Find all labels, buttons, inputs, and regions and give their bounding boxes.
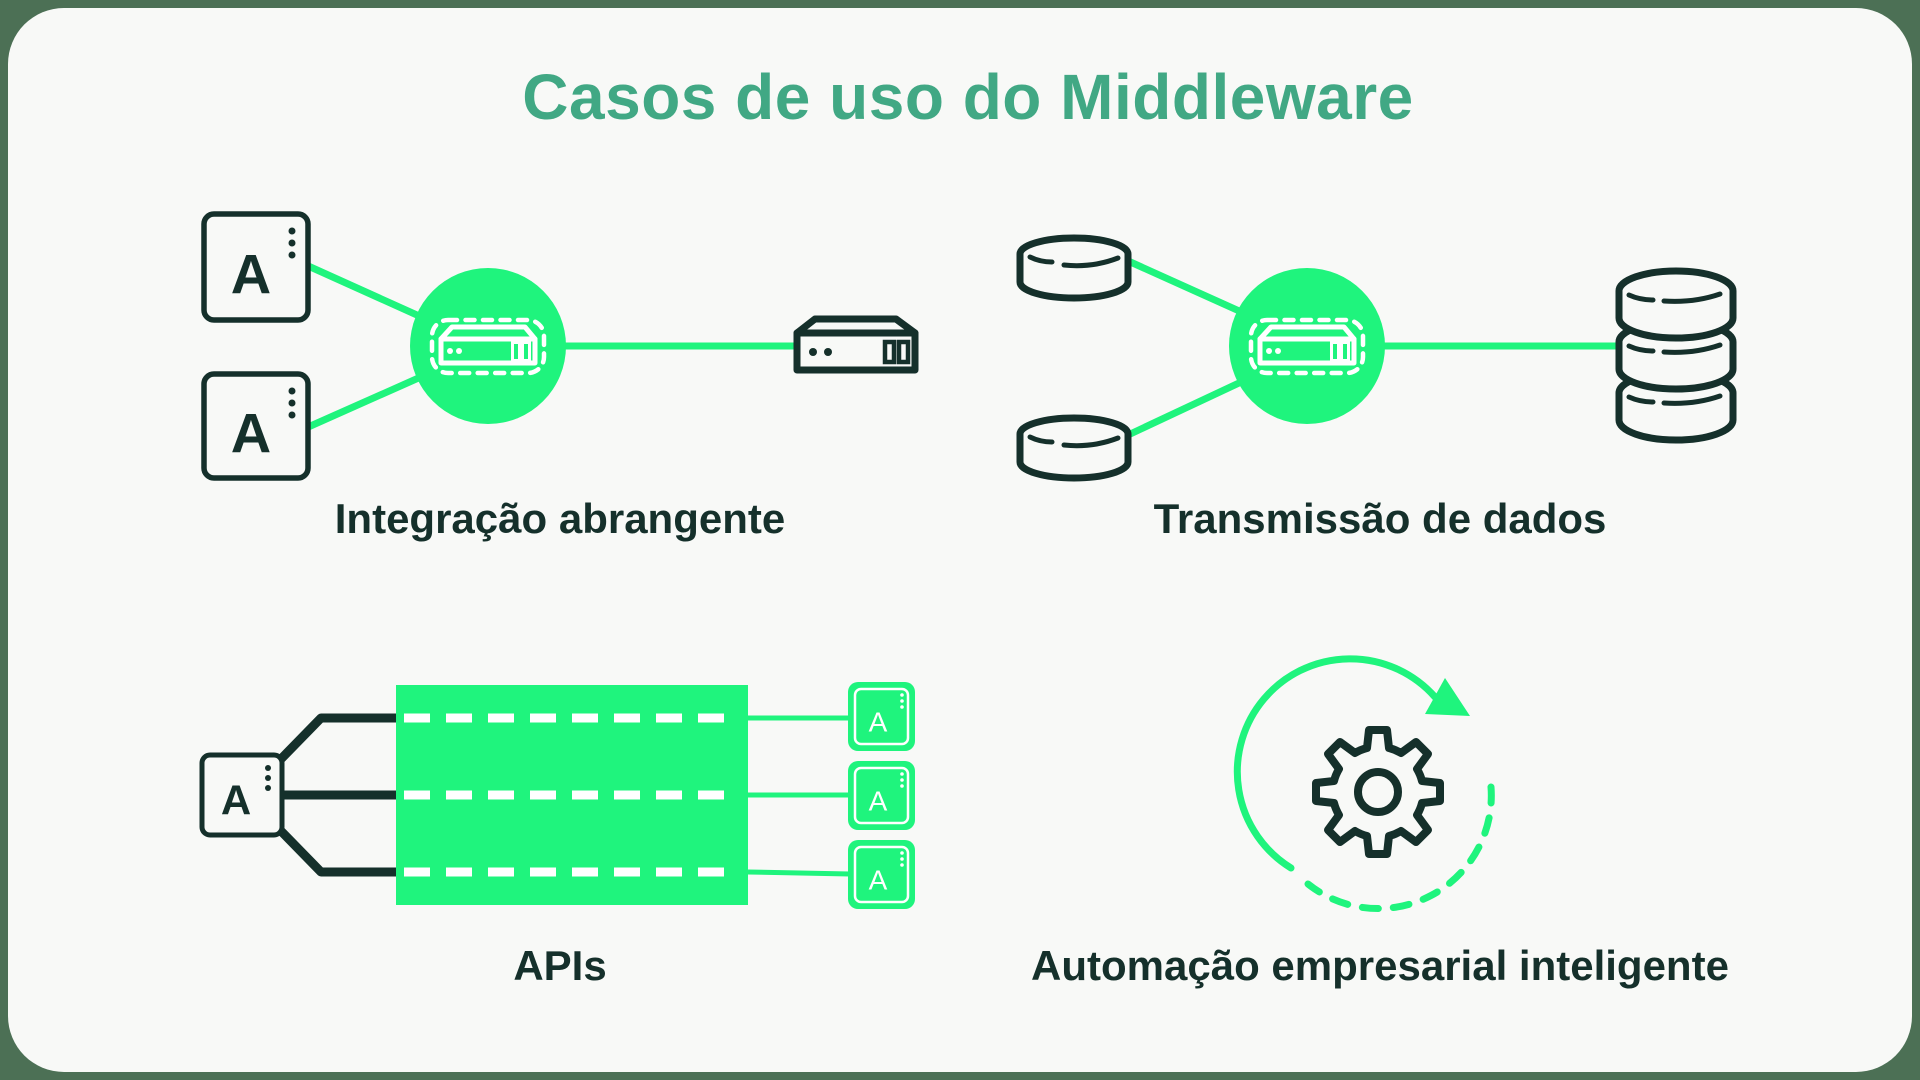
app-letter: A (231, 402, 271, 465)
app-window-icon: A (199, 752, 285, 838)
app-window-icon: A (201, 211, 311, 323)
connector-line (275, 713, 405, 765)
caption-automation: Automação empresarial inteligente (1031, 942, 1729, 989)
middleware-circle (1229, 268, 1385, 424)
integration-section: A A (201, 211, 919, 481)
app-letter: A (869, 865, 888, 896)
database-icon (1615, 267, 1737, 444)
app-letter: A (231, 243, 271, 306)
caption-integration: Integração abrangente (334, 495, 786, 542)
connector-line (275, 825, 405, 877)
green-app-window-icon: A (848, 682, 915, 751)
app-letter: A (221, 777, 251, 824)
page-title: Casos de uso do Middleware (522, 61, 1414, 133)
infographic-card: Casos de uso do Middleware (8, 8, 1912, 1072)
caption-apis: APIs (513, 942, 607, 989)
transmission-section (1016, 234, 1737, 482)
rotation-arrow-icon (1233, 655, 1495, 913)
server-icon (793, 315, 919, 374)
green-app-window-icon: A (848, 840, 915, 909)
caption-transmission: Transmissão de dados (1153, 495, 1607, 542)
middleware-use-cases-diagram: A A (199, 211, 1737, 913)
app-letter: A (869, 707, 888, 738)
apis-section: A A A (199, 682, 915, 909)
app-window-icon: A (201, 371, 311, 481)
disk-icon (1016, 234, 1132, 302)
gear-icon (1312, 726, 1444, 858)
disk-icon (1016, 414, 1132, 482)
middleware-circle (410, 268, 566, 424)
connector-line (747, 869, 851, 877)
green-app-window-icon: A (848, 761, 915, 830)
app-letter: A (869, 786, 888, 817)
automation-section (1233, 655, 1495, 913)
